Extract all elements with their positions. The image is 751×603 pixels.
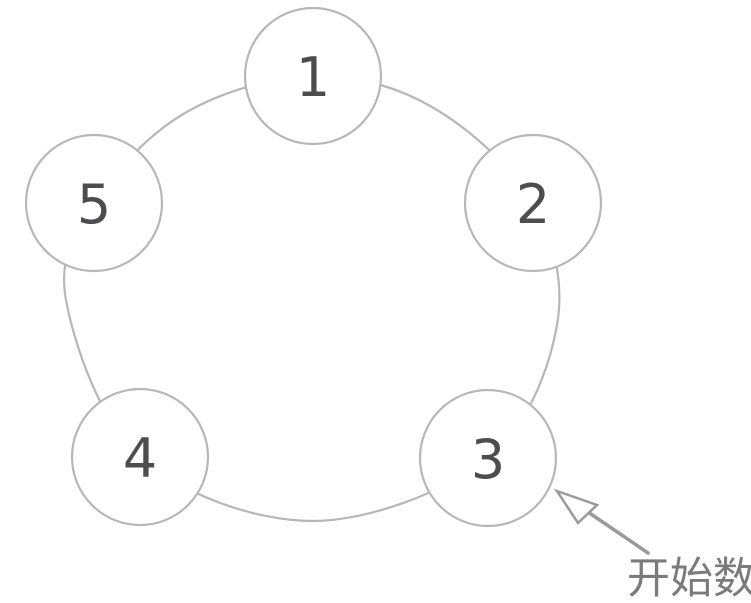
node-1: 1 — [243, 6, 383, 146]
node-5: 5 — [24, 133, 164, 273]
arrow-head-icon — [553, 488, 600, 525]
node-5-circle — [24, 133, 164, 273]
node-2: 2 — [463, 133, 603, 273]
node-4-circle — [70, 387, 210, 527]
node-3-label: 3 — [471, 428, 505, 491]
node-5-label: 5 — [77, 173, 111, 236]
node-3-circle — [418, 388, 558, 528]
node-4: 4 — [70, 387, 210, 527]
start-arrow-icon — [553, 488, 650, 555]
node-2-label: 2 — [516, 173, 550, 236]
node-4-label: 4 — [123, 427, 157, 490]
node-3: 3 — [418, 388, 558, 528]
node-2-circle — [463, 133, 603, 273]
arrow-shaft — [586, 510, 650, 555]
node-1-circle — [243, 6, 383, 146]
start-annotation-label: 开始数 — [627, 554, 751, 603]
node-1-label: 1 — [296, 46, 330, 109]
